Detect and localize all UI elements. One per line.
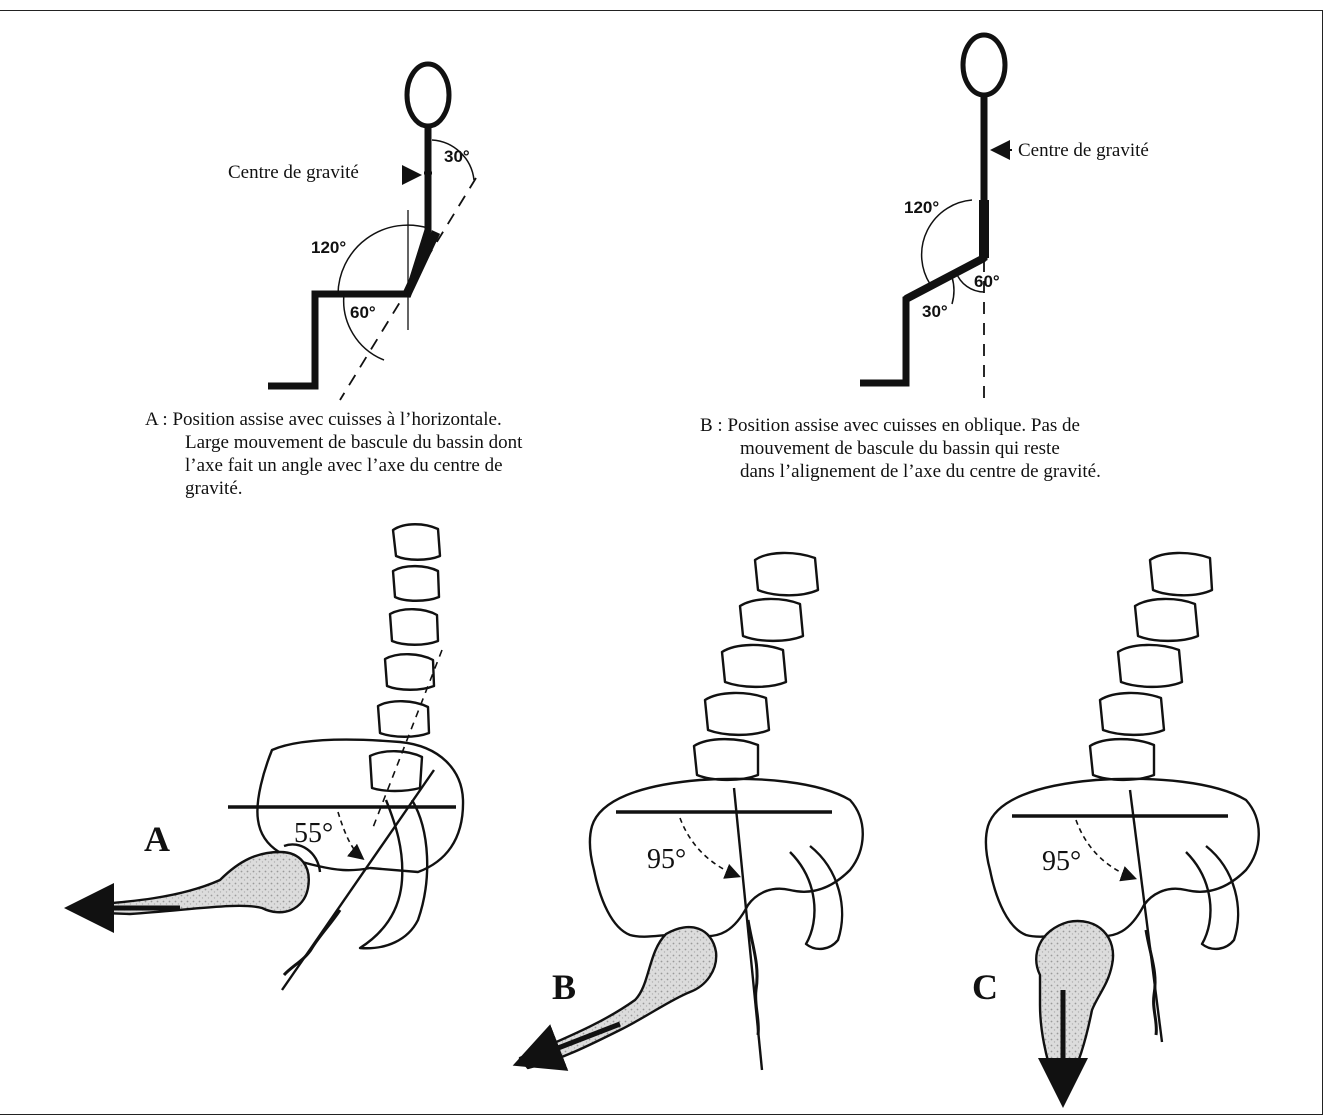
spine-pelvis-a bbox=[74, 524, 463, 990]
caption-a-line-4: gravité. bbox=[145, 477, 522, 500]
vertebra-c-3 bbox=[1118, 645, 1182, 687]
vertebra-b-4 bbox=[705, 693, 769, 735]
rope-c bbox=[1146, 930, 1156, 1035]
femur-b bbox=[520, 927, 716, 1068]
caption-b-line-3: dans l’alignement de l’axe du centre de … bbox=[700, 460, 1101, 483]
caption-a: A : Position assise avec cuisses à l’hor… bbox=[145, 408, 522, 500]
femur-c bbox=[1036, 921, 1113, 1080]
sacrum-curve-a bbox=[360, 800, 427, 948]
angle-60-a: 60° bbox=[350, 303, 376, 323]
spine-pelvis-c bbox=[986, 553, 1259, 1098]
femur-arrow-b bbox=[522, 1024, 620, 1062]
vertebra-a-3 bbox=[390, 609, 438, 645]
sacrum-curve-c bbox=[1186, 846, 1238, 949]
angle-60-b: 60° bbox=[974, 272, 1000, 292]
thigh-b bbox=[906, 258, 984, 299]
panel-letter-c: C bbox=[972, 966, 998, 1008]
sacrum-top-a bbox=[370, 751, 422, 791]
caption-b-line-2: mouvement de bascule du bassin qui reste bbox=[700, 437, 1101, 460]
torso-b bbox=[860, 95, 984, 383]
femur-a bbox=[76, 852, 309, 914]
caption-a-prefix: A : bbox=[145, 409, 172, 430]
head-a bbox=[407, 64, 449, 126]
vertebra-c-5 bbox=[1090, 739, 1154, 780]
angle-arc-c bbox=[1076, 820, 1134, 878]
angle-arc-a bbox=[338, 812, 362, 858]
angle-30-b: 30° bbox=[922, 302, 948, 322]
cg-label-a: Centre de gravité bbox=[228, 162, 359, 184]
vertebra-b-5 bbox=[694, 739, 758, 780]
stick-figure-a bbox=[268, 64, 476, 400]
vertebra-b-1 bbox=[755, 553, 818, 595]
caption-a-line-2: Large mouvement de bascule du bassin don… bbox=[145, 431, 522, 454]
vertebra-c-1 bbox=[1150, 553, 1212, 595]
angle-arc-b bbox=[680, 818, 738, 876]
panel-angle-a: 55° bbox=[294, 818, 333, 850]
vertebra-b-3 bbox=[722, 645, 786, 687]
head-b bbox=[963, 35, 1005, 95]
panel-angle-c: 95° bbox=[1042, 846, 1081, 878]
vertebra-a-4 bbox=[385, 654, 434, 690]
arc-30-b bbox=[952, 277, 954, 304]
angle-120-a: 120° bbox=[311, 238, 346, 258]
vertebra-c-4 bbox=[1100, 693, 1164, 735]
panel-angle-b: 95° bbox=[647, 844, 686, 876]
sacrum-curve-b bbox=[790, 846, 842, 949]
vertebra-b-2 bbox=[740, 599, 803, 641]
vertebra-a-2 bbox=[393, 566, 439, 601]
panel-letter-b: B bbox=[552, 966, 576, 1008]
caption-b: B : Position assise avec cuisses en obli… bbox=[700, 414, 1101, 483]
pelvic-axis-c bbox=[1130, 790, 1162, 1042]
caption-b-line-1: Position assise avec cuisses en oblique.… bbox=[727, 415, 1080, 436]
caption-a-line-3: l’axe fait un angle avec l’axe du centre… bbox=[145, 454, 522, 477]
angle-30-a: 30° bbox=[444, 147, 470, 167]
rope-a bbox=[284, 910, 340, 975]
vertebra-a-5 bbox=[378, 701, 429, 737]
caption-b-prefix: B : bbox=[700, 415, 727, 436]
vertebra-a-1 bbox=[393, 524, 440, 560]
panel-letter-a: A bbox=[144, 818, 170, 860]
caption-a-line-1: Position assise avec cuisses à l’horizon… bbox=[172, 409, 501, 430]
cg-label-b: Centre de gravité bbox=[1018, 140, 1149, 162]
vertebra-c-2 bbox=[1135, 599, 1198, 641]
angle-120-b: 120° bbox=[904, 198, 939, 218]
